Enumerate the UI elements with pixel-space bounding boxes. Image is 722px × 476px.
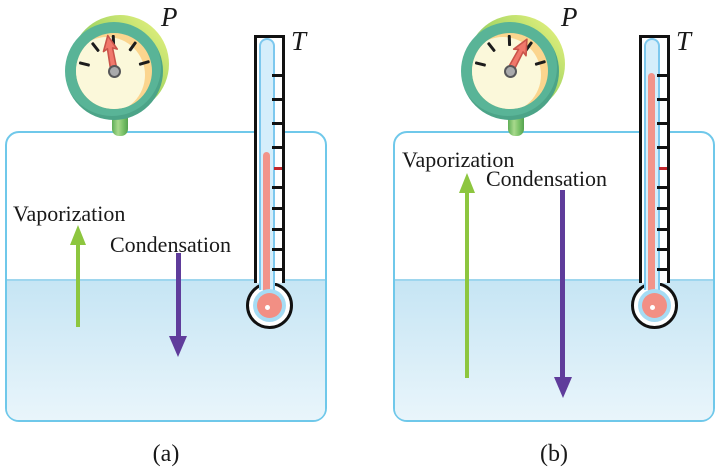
vaporization-label: Vaporization bbox=[13, 201, 126, 226]
mercury-column-low bbox=[263, 152, 270, 300]
thermometer-tick bbox=[272, 186, 282, 189]
condensation-arrowhead-icon bbox=[554, 377, 572, 398]
thermometer-icon-a bbox=[246, 35, 293, 330]
temperature-label: T bbox=[676, 26, 692, 56]
bulb-highlight bbox=[650, 305, 655, 310]
vaporization-arrowhead-icon bbox=[459, 173, 475, 193]
vaporization-arrow-icon bbox=[465, 190, 469, 378]
bulb-highlight bbox=[265, 305, 270, 310]
thermometer-tick bbox=[657, 228, 667, 231]
thermometer-tick bbox=[272, 207, 282, 210]
condensation-arrow-icon bbox=[176, 253, 181, 337]
vaporization-arrow-icon bbox=[76, 242, 80, 327]
thermometer-tick bbox=[657, 186, 667, 189]
thermometer-tick bbox=[272, 146, 282, 149]
pressure-label: P bbox=[161, 2, 178, 32]
thermometer-reference-mark bbox=[659, 167, 667, 170]
gauge-tick bbox=[507, 34, 511, 46]
gauge-hub bbox=[503, 64, 517, 78]
thermometer-tick bbox=[657, 74, 667, 77]
thermometer-tick bbox=[272, 122, 282, 125]
vaporization-label: Vaporization bbox=[402, 147, 515, 172]
thermometer-tick bbox=[272, 98, 282, 101]
mercury-column-high bbox=[648, 73, 655, 300]
thermometer-tick bbox=[657, 248, 667, 251]
thermometer-tick bbox=[657, 268, 667, 271]
vaporization-arrowhead-icon bbox=[70, 225, 86, 245]
gauge-hub bbox=[107, 64, 121, 78]
thermometer-tick bbox=[272, 268, 282, 271]
thermometer-tick bbox=[272, 74, 282, 77]
panel-caption-b: (b) bbox=[540, 441, 568, 467]
thermometer-tick bbox=[272, 228, 282, 231]
temperature-label: T bbox=[291, 26, 307, 56]
thermometer-icon-b bbox=[631, 35, 678, 330]
thermometer-reference-mark bbox=[274, 167, 282, 170]
thermometer-tick bbox=[657, 98, 667, 101]
condensation-arrowhead-icon bbox=[169, 336, 187, 357]
thermometer-tick bbox=[657, 207, 667, 210]
condensation-arrow-icon bbox=[560, 190, 565, 378]
condensation-label: Condensation bbox=[486, 166, 607, 191]
thermometer-tick bbox=[657, 146, 667, 149]
thermometer-tick bbox=[657, 122, 667, 125]
pressure-label: P bbox=[561, 2, 578, 32]
thermometer-tick bbox=[272, 248, 282, 251]
pressure-gauge-icon-b bbox=[455, 15, 565, 126]
pressure-gauge-icon-a bbox=[59, 15, 169, 126]
panel-caption-a: (a) bbox=[152, 441, 180, 467]
condensation-label: Condensation bbox=[110, 232, 231, 257]
